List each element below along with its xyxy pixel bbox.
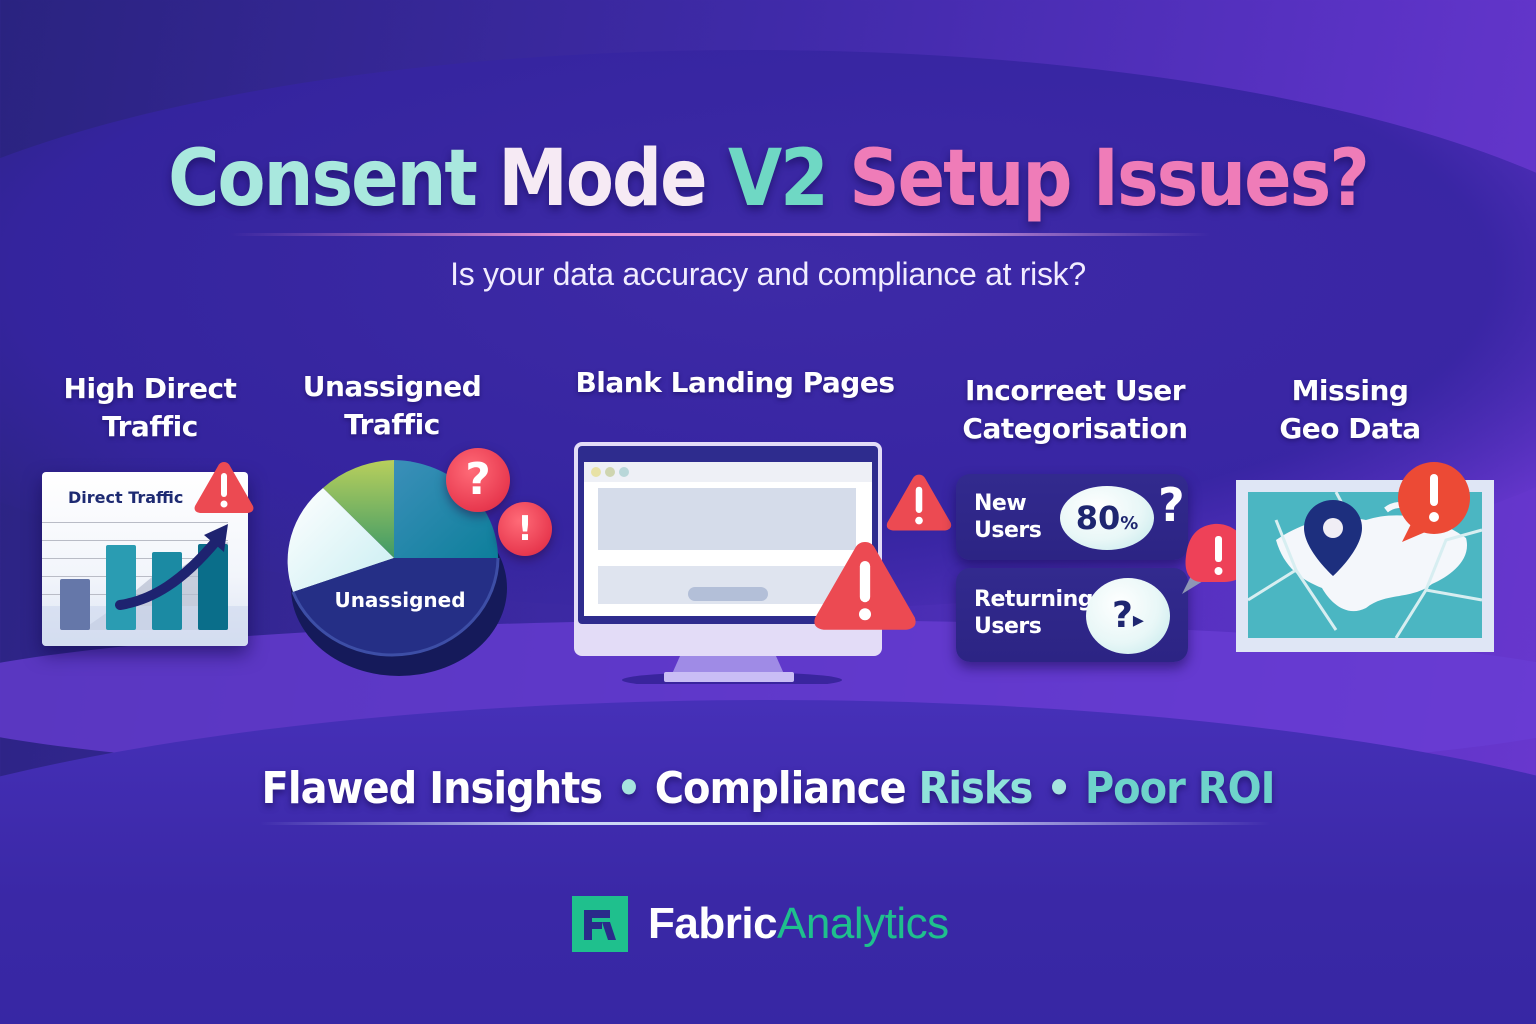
chart-card-title: Direct Traffic	[68, 488, 184, 507]
issue-label-user-categorisation: Incorreet User Categorisation	[950, 372, 1200, 448]
flag-shape-icon: ▸	[1132, 608, 1144, 633]
returning-users-value: ?▸	[1086, 578, 1170, 654]
issue-label-line: Missing	[1291, 374, 1409, 407]
grid-line	[42, 540, 228, 541]
title-word-v2: V2	[727, 132, 829, 224]
bar-chart-trend-up-icon	[42, 524, 248, 646]
returning-users-box: Returning Users ?▸	[956, 568, 1188, 662]
issue-label-line: Unassigned	[302, 370, 482, 403]
exclamation-bubble-icon	[1182, 523, 1250, 594]
issue-label-line: Traffic	[102, 410, 198, 443]
label-line: Users	[974, 518, 1042, 543]
footer-divider	[260, 822, 1270, 825]
impact-poor-roi: Poor ROI	[1084, 764, 1276, 814]
new-users-box: New Users 80% ?	[956, 474, 1188, 560]
map-card	[1236, 480, 1494, 652]
issue-label-line: High Direct	[63, 372, 237, 405]
impact-risks: Risks	[918, 764, 1034, 814]
brand-name-analytics: Analytics	[777, 899, 949, 948]
title-word-setup-issues: Setup Issues?	[849, 132, 1370, 224]
issue-label-blank-landing-pages: Blank Landing Pages	[560, 364, 910, 402]
issue-label-line: Incorreet User	[964, 374, 1186, 407]
exclamation-bubble-icon	[1398, 462, 1470, 542]
background-lower-arc	[0, 700, 1536, 1024]
impact-compliance: Compliance	[654, 764, 907, 814]
subtitle: Is your data accuracy and compliance at …	[450, 256, 1086, 292]
fabric-analytics-logo-icon	[572, 896, 628, 952]
warning-triangle-icon	[814, 542, 916, 630]
question-badge-icon: ?	[446, 448, 510, 512]
question-mark-icon: ?	[1112, 595, 1133, 636]
bullet-separator: •	[1046, 764, 1072, 814]
pie-chart-icon	[287, 460, 507, 676]
label-line: New	[974, 491, 1027, 516]
impact-summary: Flawed Insights•Compliance Risks•Poor RO…	[0, 764, 1536, 814]
returning-users-label: Returning Users	[974, 586, 1094, 640]
issue-label-line: Categorisation	[962, 412, 1188, 445]
question-mark-icon: ?	[1158, 478, 1185, 532]
issue-label-high-direct-traffic: High Direct Traffic	[50, 370, 250, 446]
value-number: 80	[1075, 499, 1121, 537]
brand-name-fabric: Fabric	[648, 899, 778, 948]
grid-line	[42, 522, 228, 523]
issue-label-line: Geo Data	[1279, 412, 1421, 445]
bullet-separator: •	[616, 764, 642, 814]
unassigned-pie-chart: Unassigned	[286, 458, 516, 678]
brand-logo: FabricAnalytics	[572, 896, 949, 952]
exclamation-badge-icon: !	[498, 502, 552, 556]
issue-label-line: Blank Landing Pages	[575, 366, 895, 399]
issue-label-line: Traffic	[344, 408, 440, 441]
warning-triangle-icon	[886, 474, 952, 531]
issue-label-missing-geo-data: Missing Geo Data	[1250, 372, 1450, 448]
title-word-mode: Mode	[498, 132, 707, 224]
new-users-label: New Users	[974, 490, 1042, 544]
brand-name: FabricAnalytics	[648, 899, 949, 949]
impact-flawed-insights: Flawed Insights	[261, 764, 604, 814]
title-word-consent: Consent	[168, 132, 478, 224]
monitor-blank-page-icon	[574, 442, 882, 684]
direct-traffic-chart-card: Direct Traffic	[42, 472, 248, 646]
label-line: Users	[974, 614, 1042, 639]
warning-triangle-icon	[194, 462, 254, 513]
label-line: Returning	[974, 587, 1094, 612]
page-title: Consent Mode V2 Setup Issues?	[0, 132, 1536, 224]
issue-label-unassigned-traffic: Unassigned Traffic	[290, 368, 494, 444]
new-users-value: 80%	[1060, 486, 1154, 550]
pie-slice-label: Unassigned	[334, 588, 466, 612]
title-divider	[230, 233, 1210, 236]
value-suffix: %	[1120, 513, 1139, 534]
